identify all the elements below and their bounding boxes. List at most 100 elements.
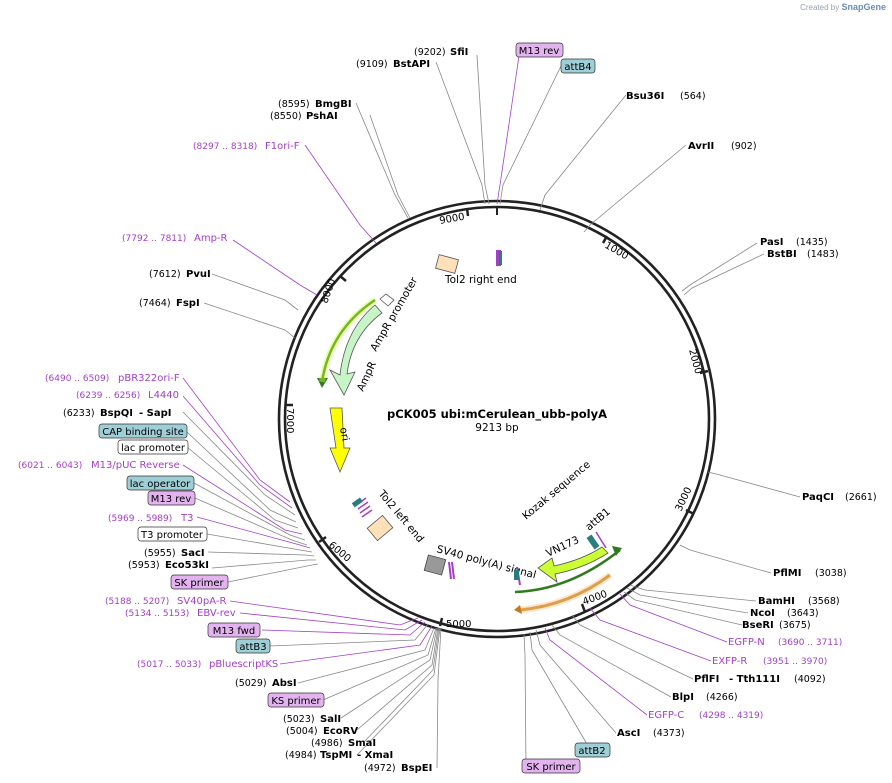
svg-text:(4984): (4984) <box>285 750 317 761</box>
svg-text:SalI: SalI <box>320 714 341 725</box>
svg-text:(902): (902) <box>731 141 757 152</box>
svg-text:M13 rev: M13 rev <box>519 46 560 57</box>
svg-text:(2661): (2661) <box>845 492 877 503</box>
svg-text:BstBI: BstBI <box>767 249 797 260</box>
svg-text:FspI: FspI <box>176 298 200 309</box>
svg-text:(5969 .. 5989): (5969 .. 5989) <box>108 514 172 524</box>
svg-text:attB3: attB3 <box>239 642 266 653</box>
site-l4440: (6239 .. 6256)L4440 <box>76 390 179 401</box>
snapgene-logo: SnapGene <box>841 2 886 12</box>
site-amp-r: (7792 .. 7811)Amp-R <box>122 233 228 244</box>
svg-text:KS primer: KS primer <box>271 696 321 707</box>
svg-text:(4972): (4972) <box>364 763 396 774</box>
svg-text:(9109): (9109) <box>356 59 388 70</box>
svg-text:(6239 .. 6256): (6239 .. 6256) <box>76 391 140 401</box>
svg-text:(6233): (6233) <box>63 408 95 419</box>
svg-text:T3: T3 <box>180 513 193 524</box>
svg-text:lac operator: lac operator <box>130 479 191 490</box>
feature-sv40-polya: SV40 poly(A) signal <box>423 543 537 581</box>
site-egfp-n: EGFP-N (3690 .. 3711) <box>728 637 842 648</box>
svg-text:7000: 7000 <box>284 408 295 433</box>
snapgene-credit: Created by SnapGene <box>800 2 886 12</box>
feature-marker-top-b <box>499 251 502 265</box>
site-lac-promoter: lac promoter <box>117 439 189 455</box>
svg-text:Eco53kI: Eco53kI <box>165 560 209 571</box>
site-sali: (5023) SalI <box>283 714 341 725</box>
site-attb2: attB2 <box>574 742 611 758</box>
site-m13-rev-top: M13 rev <box>515 42 564 58</box>
svg-text:SK primer: SK primer <box>174 578 224 589</box>
site-bstapi: (9109)BstAPI <box>356 59 430 70</box>
feature-tol2-left-end: Tol2 left end <box>351 487 426 545</box>
svg-text:lac promoter: lac promoter <box>121 443 186 454</box>
svg-text:M13 rev: M13 rev <box>151 494 192 505</box>
site-pflmi: PflMI(3038) <box>773 568 847 579</box>
svg-text:(3951 .. 3970): (3951 .. 3970) <box>763 657 827 667</box>
svg-text:5000: 5000 <box>446 619 471 630</box>
svg-text:SfiI: SfiI <box>450 47 468 58</box>
features: Tol2 right end AmpR promoter AmpR ori To… <box>317 250 622 614</box>
svg-text:pBluescriptKS: pBluescriptKS <box>209 659 278 670</box>
svg-text:attB2: attB2 <box>578 746 605 757</box>
svg-text:SacI: SacI <box>181 548 205 559</box>
svg-text:(6490 .. 6509): (6490 .. 6509) <box>45 374 109 384</box>
site-saci: (5955)SacI <box>144 548 205 559</box>
svg-text:(7612): (7612) <box>149 269 181 280</box>
svg-text:(564): (564) <box>680 91 706 102</box>
svg-text:(5023): (5023) <box>283 714 315 725</box>
site-bseri: BseRI (3675) <box>742 620 811 631</box>
svg-text:(5134 .. 5153): (5134 .. 5153) <box>125 609 189 619</box>
svg-text:(7464): (7464) <box>139 298 171 309</box>
svg-text:EBV-rev: EBV-rev <box>197 608 236 619</box>
site-cap-binding-site: CAP binding site <box>98 423 188 439</box>
svg-text:BseRI: BseRI <box>742 620 774 631</box>
site-pbr322ori-f: (6490 .. 6509) pBR322ori-F <box>45 373 180 384</box>
svg-text:Tol2 right end: Tol2 right end <box>444 274 517 286</box>
svg-text:PaqCI: PaqCI <box>802 492 834 503</box>
site-bsu36i: Bsu36I (564) <box>626 91 706 102</box>
tick-8000: 8000 <box>319 275 347 305</box>
svg-text:(8297 .. 8318): (8297 .. 8318) <box>193 142 257 152</box>
svg-text:SK primer: SK primer <box>526 762 576 773</box>
svg-text:PasI: PasI <box>760 237 783 248</box>
svg-text:(3675): (3675) <box>779 620 811 631</box>
svg-text:(1483): (1483) <box>807 249 839 260</box>
site-lac-operator: lac operator <box>126 475 195 491</box>
site-pbluescriptks: (5017 .. 5033)pBluescriptKS <box>137 659 278 670</box>
svg-text:pBR322ori-F: pBR322ori-F <box>118 373 180 384</box>
svg-text:Amp-R: Amp-R <box>194 233 228 244</box>
svg-text:(4092): (4092) <box>794 674 826 685</box>
site-bspqi: (6233)BspQI - SapI <box>63 408 171 419</box>
site-eco53ki: (5953)Eco53kI <box>128 560 209 571</box>
svg-text:EGFP-N: EGFP-N <box>728 637 765 648</box>
tick-9000: 9000 <box>439 207 470 227</box>
svg-text:F1ori-F: F1ori-F <box>265 141 300 152</box>
svg-text:PflFI: PflFI <box>694 674 719 685</box>
svg-text:(3690 .. 3711): (3690 .. 3711) <box>778 638 842 648</box>
site-sfii: (9202)SfiI <box>414 47 468 58</box>
svg-text:ori: ori <box>337 426 351 442</box>
site-sv40pa-r: (5188 .. 5207)SV40pA-R <box>105 596 226 607</box>
svg-text:M13 fwd: M13 fwd <box>213 626 255 637</box>
site-bamhi: BamHI(3568) <box>758 596 840 607</box>
svg-text:attB1: attB1 <box>583 506 613 534</box>
svg-text:Bsu36I: Bsu36I <box>626 91 664 102</box>
map-title: pCK005 ubi:mCerulean_ubb-polyA 9213 bp <box>387 407 607 434</box>
svg-text:EGFP-C: EGFP-C <box>648 710 684 721</box>
svg-text:(3568): (3568) <box>808 596 840 607</box>
feature-tol2-right-end: Tol2 right end <box>435 254 517 286</box>
site-m13-fwd: M13 fwd <box>207 622 261 638</box>
leader-lines <box>182 54 801 769</box>
svg-text:- XmaI: - XmaI <box>357 750 393 761</box>
svg-text:BspQI: BspQI <box>100 408 133 419</box>
site-pshai: (8550)PshAI <box>270 111 338 122</box>
feature-ori: ori <box>329 407 351 474</box>
site-pflfi: PflFI- Tth111I(4092) <box>694 674 826 685</box>
site-attb4: attB4 <box>560 58 596 74</box>
svg-text:EcoRV: EcoRV <box>323 726 358 737</box>
svg-text:BspEI: BspEI <box>401 763 432 774</box>
svg-text:M13/pUC Reverse: M13/pUC Reverse <box>91 460 180 471</box>
credit-prefix: Created by <box>800 3 840 12</box>
site-bspei: (4972) BspEI <box>364 763 432 774</box>
